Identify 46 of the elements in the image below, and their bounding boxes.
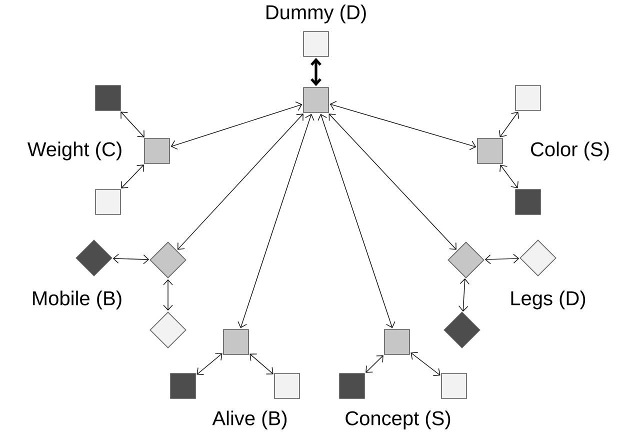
arrow: [310, 58, 322, 86]
square-node: [95, 85, 121, 111]
arrow: [163, 279, 173, 311]
square-node: [515, 189, 541, 215]
group-label: Concept (S): [346, 410, 450, 430]
square-node: [274, 373, 300, 399]
arrow: [328, 114, 456, 250]
node-label: Weight (C): [28, 142, 122, 160]
group-label: Legs (D): [511, 290, 586, 310]
arrow: [120, 112, 144, 138]
arrow: [178, 114, 304, 250]
arrow: [318, 114, 396, 328]
node-label: Color (S): [531, 142, 609, 160]
diamond-node: [150, 312, 186, 348]
arrow: [484, 254, 520, 264]
arrow: [112, 254, 150, 264]
arrow: [499, 112, 519, 138]
arrow: [121, 164, 144, 188]
arrow: [196, 353, 222, 375]
arrow: [170, 102, 302, 150]
node-label: Dummy (D): [266, 4, 366, 24]
square-node: [477, 138, 503, 164]
square-node: [223, 329, 249, 355]
arrow: [238, 114, 314, 328]
square-node: [441, 373, 467, 399]
diamond-node: [448, 242, 484, 278]
square-node: [95, 189, 121, 215]
square-node: [339, 373, 365, 399]
square-node: [515, 85, 541, 111]
square-node: [303, 87, 329, 113]
arrow: [458, 278, 470, 312]
group-label: Alive (B): [212, 410, 287, 430]
arrow: [410, 352, 440, 376]
square-node: [170, 373, 196, 399]
arrow: [500, 164, 518, 188]
arrow: [250, 354, 274, 374]
group-label: Mobile (B): [33, 290, 122, 310]
arrow: [330, 100, 476, 150]
diamond-node: [444, 312, 480, 348]
diamond-node: [520, 240, 556, 276]
diamond-node: [150, 242, 186, 278]
arrow: [366, 355, 384, 373]
square-node: [384, 329, 410, 355]
square-node: [303, 31, 329, 57]
square-node: [144, 138, 170, 164]
diamond-node: [76, 240, 112, 276]
